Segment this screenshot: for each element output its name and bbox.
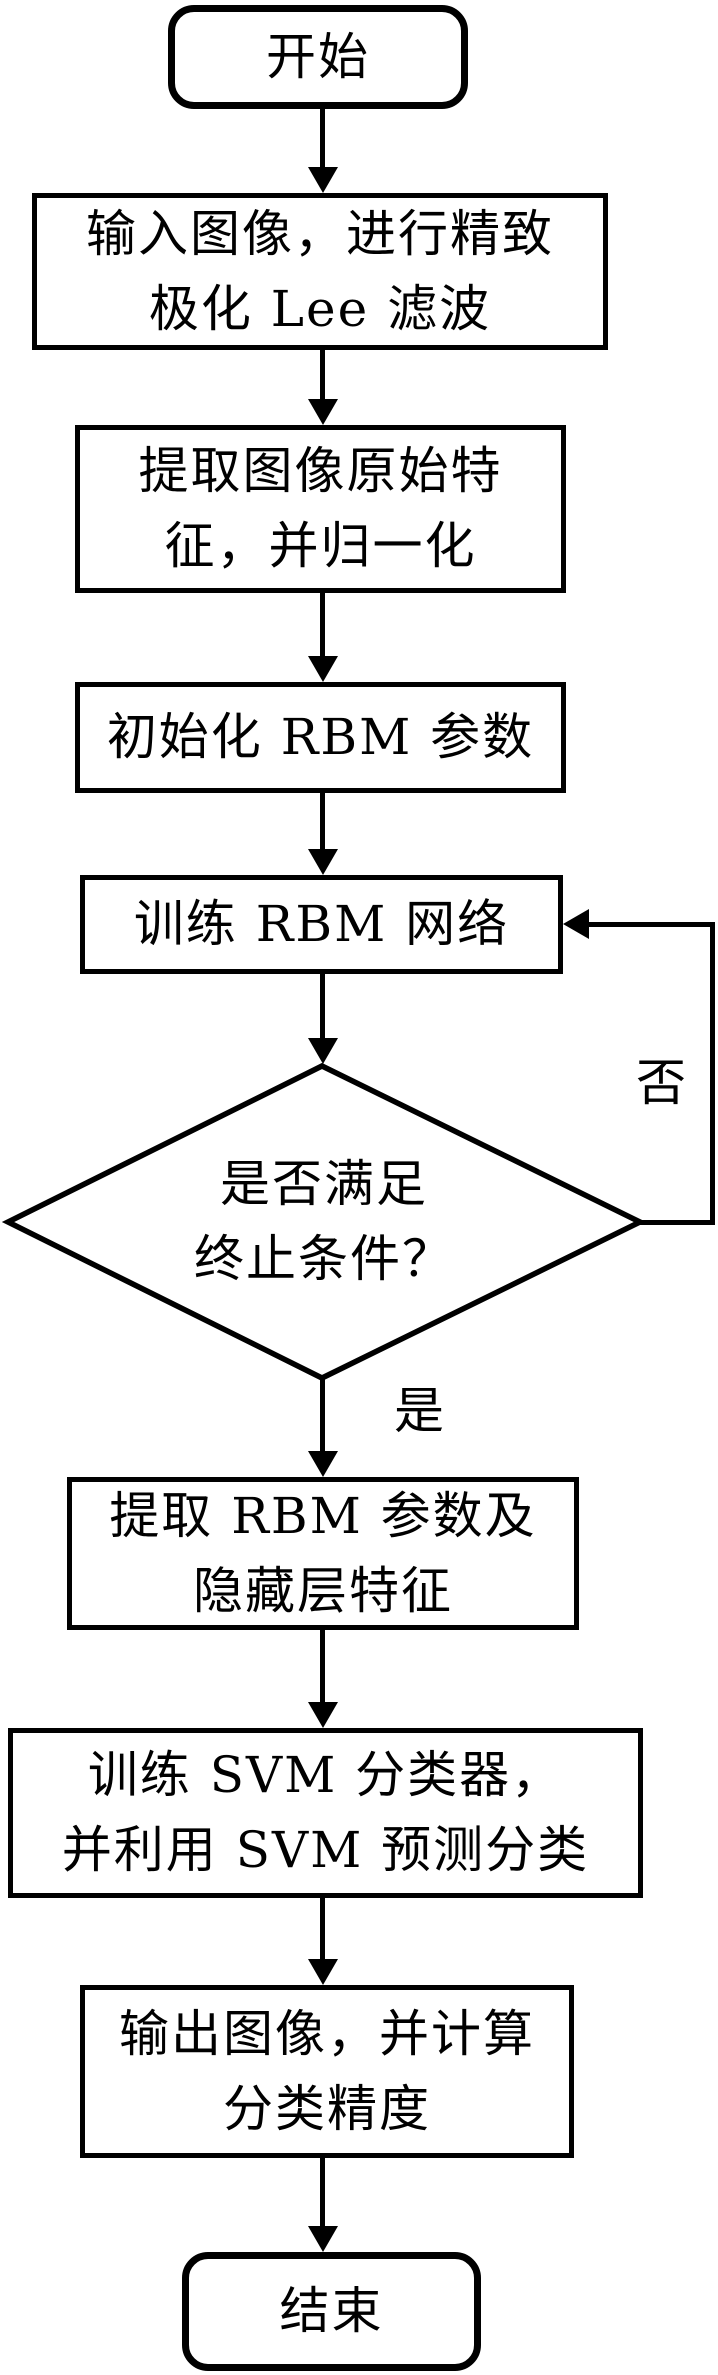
connector-extract-init [320, 589, 325, 658]
connector-output-end [320, 2154, 325, 2228]
train-rbm-line1: 训练 RBM 网络 [133, 895, 510, 953]
extract-features-line1: 提取图像原始特 [138, 442, 503, 500]
extract-rbm-params-line2: 隐藏层特征 [193, 1561, 453, 1620]
arrowhead-down-icon [308, 399, 338, 425]
decision-node: 是否满足 终止条件？ [1, 1062, 647, 1382]
arrowhead-down-icon [308, 1702, 338, 1728]
train-rbm-node: 训练 RBM 网络 [80, 875, 563, 974]
decision-line1: 是否满足 [220, 1155, 428, 1213]
connector-extractrbm-svm [320, 1626, 325, 1704]
decision-line2: 终止条件？ [194, 1230, 454, 1288]
extract-features-node: 提取图像原始特 征，并归一化 [75, 425, 566, 593]
connector-start-input [320, 104, 325, 169]
extract-features-line2: 征，并归一化 [164, 517, 477, 575]
arrowhead-down-icon [308, 1959, 338, 1985]
arrowhead-down-icon [308, 849, 338, 875]
arrowhead-down-icon [308, 2226, 338, 2252]
input-filter-line1: 输入图像，进行精致 [86, 204, 554, 263]
train-svm-node: 训练 SVM 分类器， 并利用 SVM 预测分类 [8, 1728, 643, 1898]
arrowhead-down-icon [308, 1038, 338, 1064]
connector-svm-output [320, 1893, 325, 1961]
output-image-line1: 输出图像，并计算 [119, 2004, 535, 2063]
end-node: 结束 [182, 2252, 481, 2371]
connector-init-train [320, 788, 325, 851]
decision-node-text: 是否满足 终止条件？ [4, 1062, 644, 1382]
arrowhead-down-icon [308, 656, 338, 682]
output-image-node: 输出图像，并计算 分类精度 [80, 1985, 574, 2158]
connector-decision-extractrbm [320, 1376, 325, 1453]
arrowhead-down-icon [308, 167, 338, 193]
init-rbm-line1: 初始化 RBM 参数 [106, 708, 535, 766]
start-node: 开始 [168, 5, 468, 109]
output-image-line2: 分类精度 [223, 2079, 431, 2138]
input-filter-node: 输入图像，进行精致 极化 Lee 滤波 [32, 193, 608, 350]
train-svm-line1: 训练 SVM 分类器， [87, 1746, 564, 1804]
no-branch-label: 否 [636, 1054, 686, 1112]
end-node-label: 结束 [279, 2282, 384, 2340]
connector-input-extract [320, 346, 325, 401]
extract-rbm-params-line1: 提取 RBM 参数及 [109, 1486, 537, 1545]
extract-rbm-params-node: 提取 RBM 参数及 隐藏层特征 [67, 1477, 579, 1630]
arrowhead-down-icon [308, 1451, 338, 1477]
input-filter-line2: 极化 Lee 滤波 [148, 279, 492, 338]
init-rbm-node: 初始化 RBM 参数 [75, 682, 566, 793]
feedback-loop-bottom-segment [640, 1220, 715, 1225]
arrowhead-left-icon [563, 909, 589, 939]
start-node-label: 开始 [266, 27, 370, 86]
yes-branch-label: 是 [394, 1382, 444, 1440]
train-svm-line2: 并利用 SVM 预测分类 [61, 1821, 590, 1879]
feedback-loop-top-segment [587, 922, 715, 927]
connector-train-decision [320, 969, 325, 1040]
feedback-loop-vertical-segment [710, 922, 715, 1225]
